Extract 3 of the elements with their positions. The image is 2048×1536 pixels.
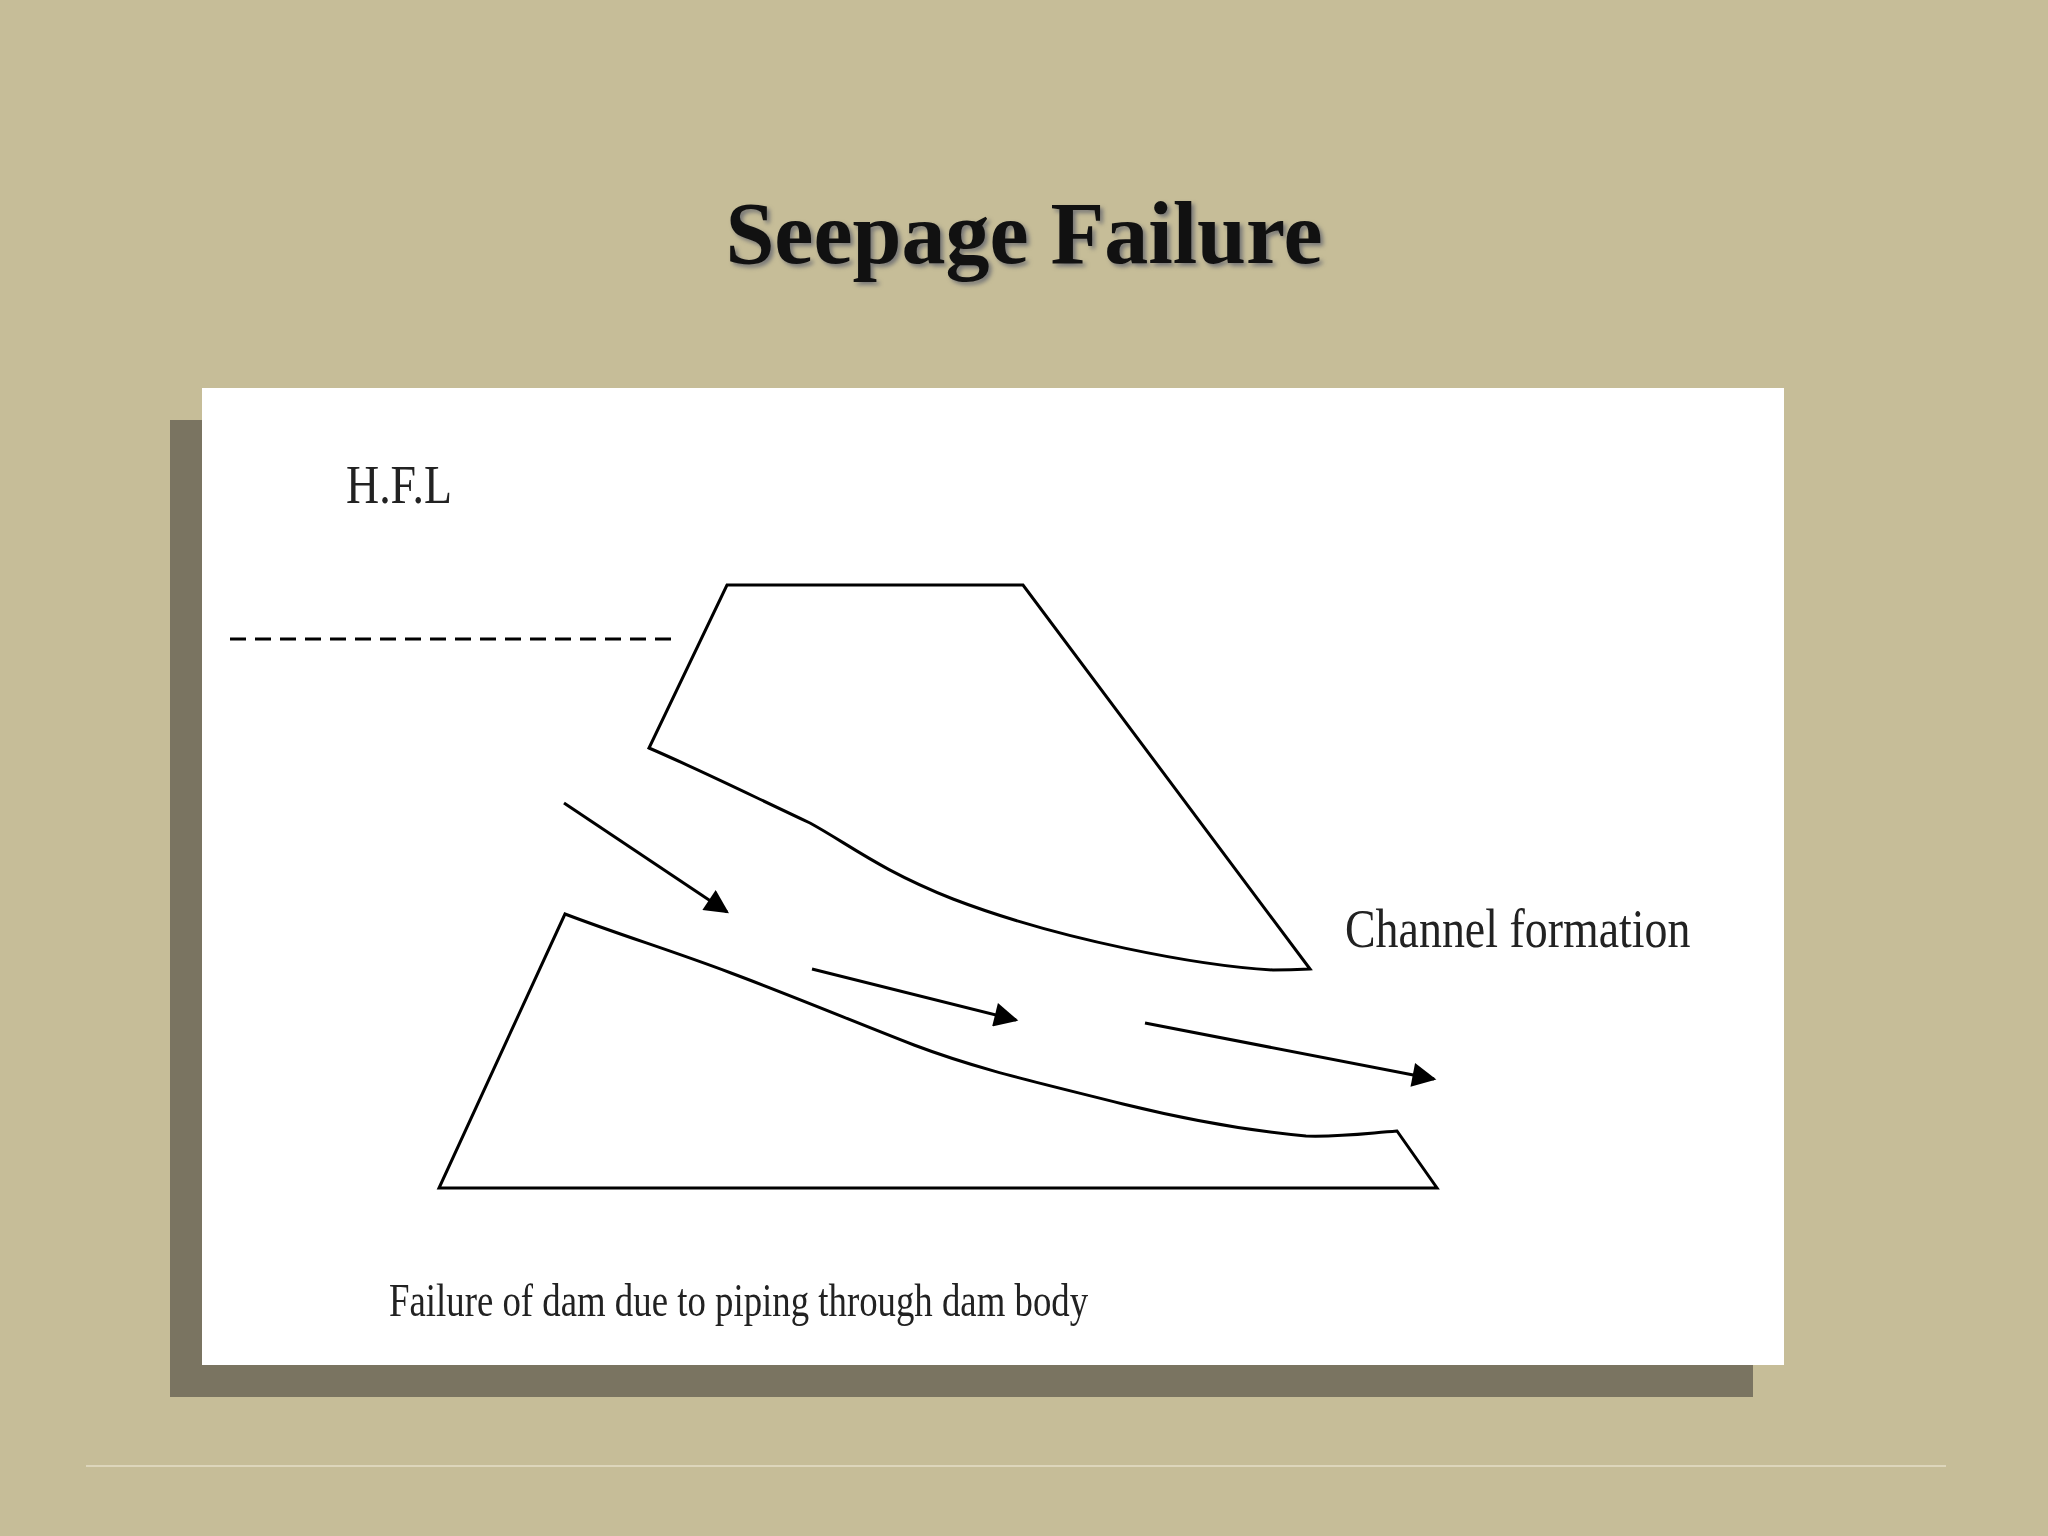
caption: Failure of dam due to piping through dam body: [389, 1278, 1089, 1324]
water-level-label: H.F.L: [346, 458, 452, 512]
callout-label: Channel formation: [1345, 902, 1691, 956]
